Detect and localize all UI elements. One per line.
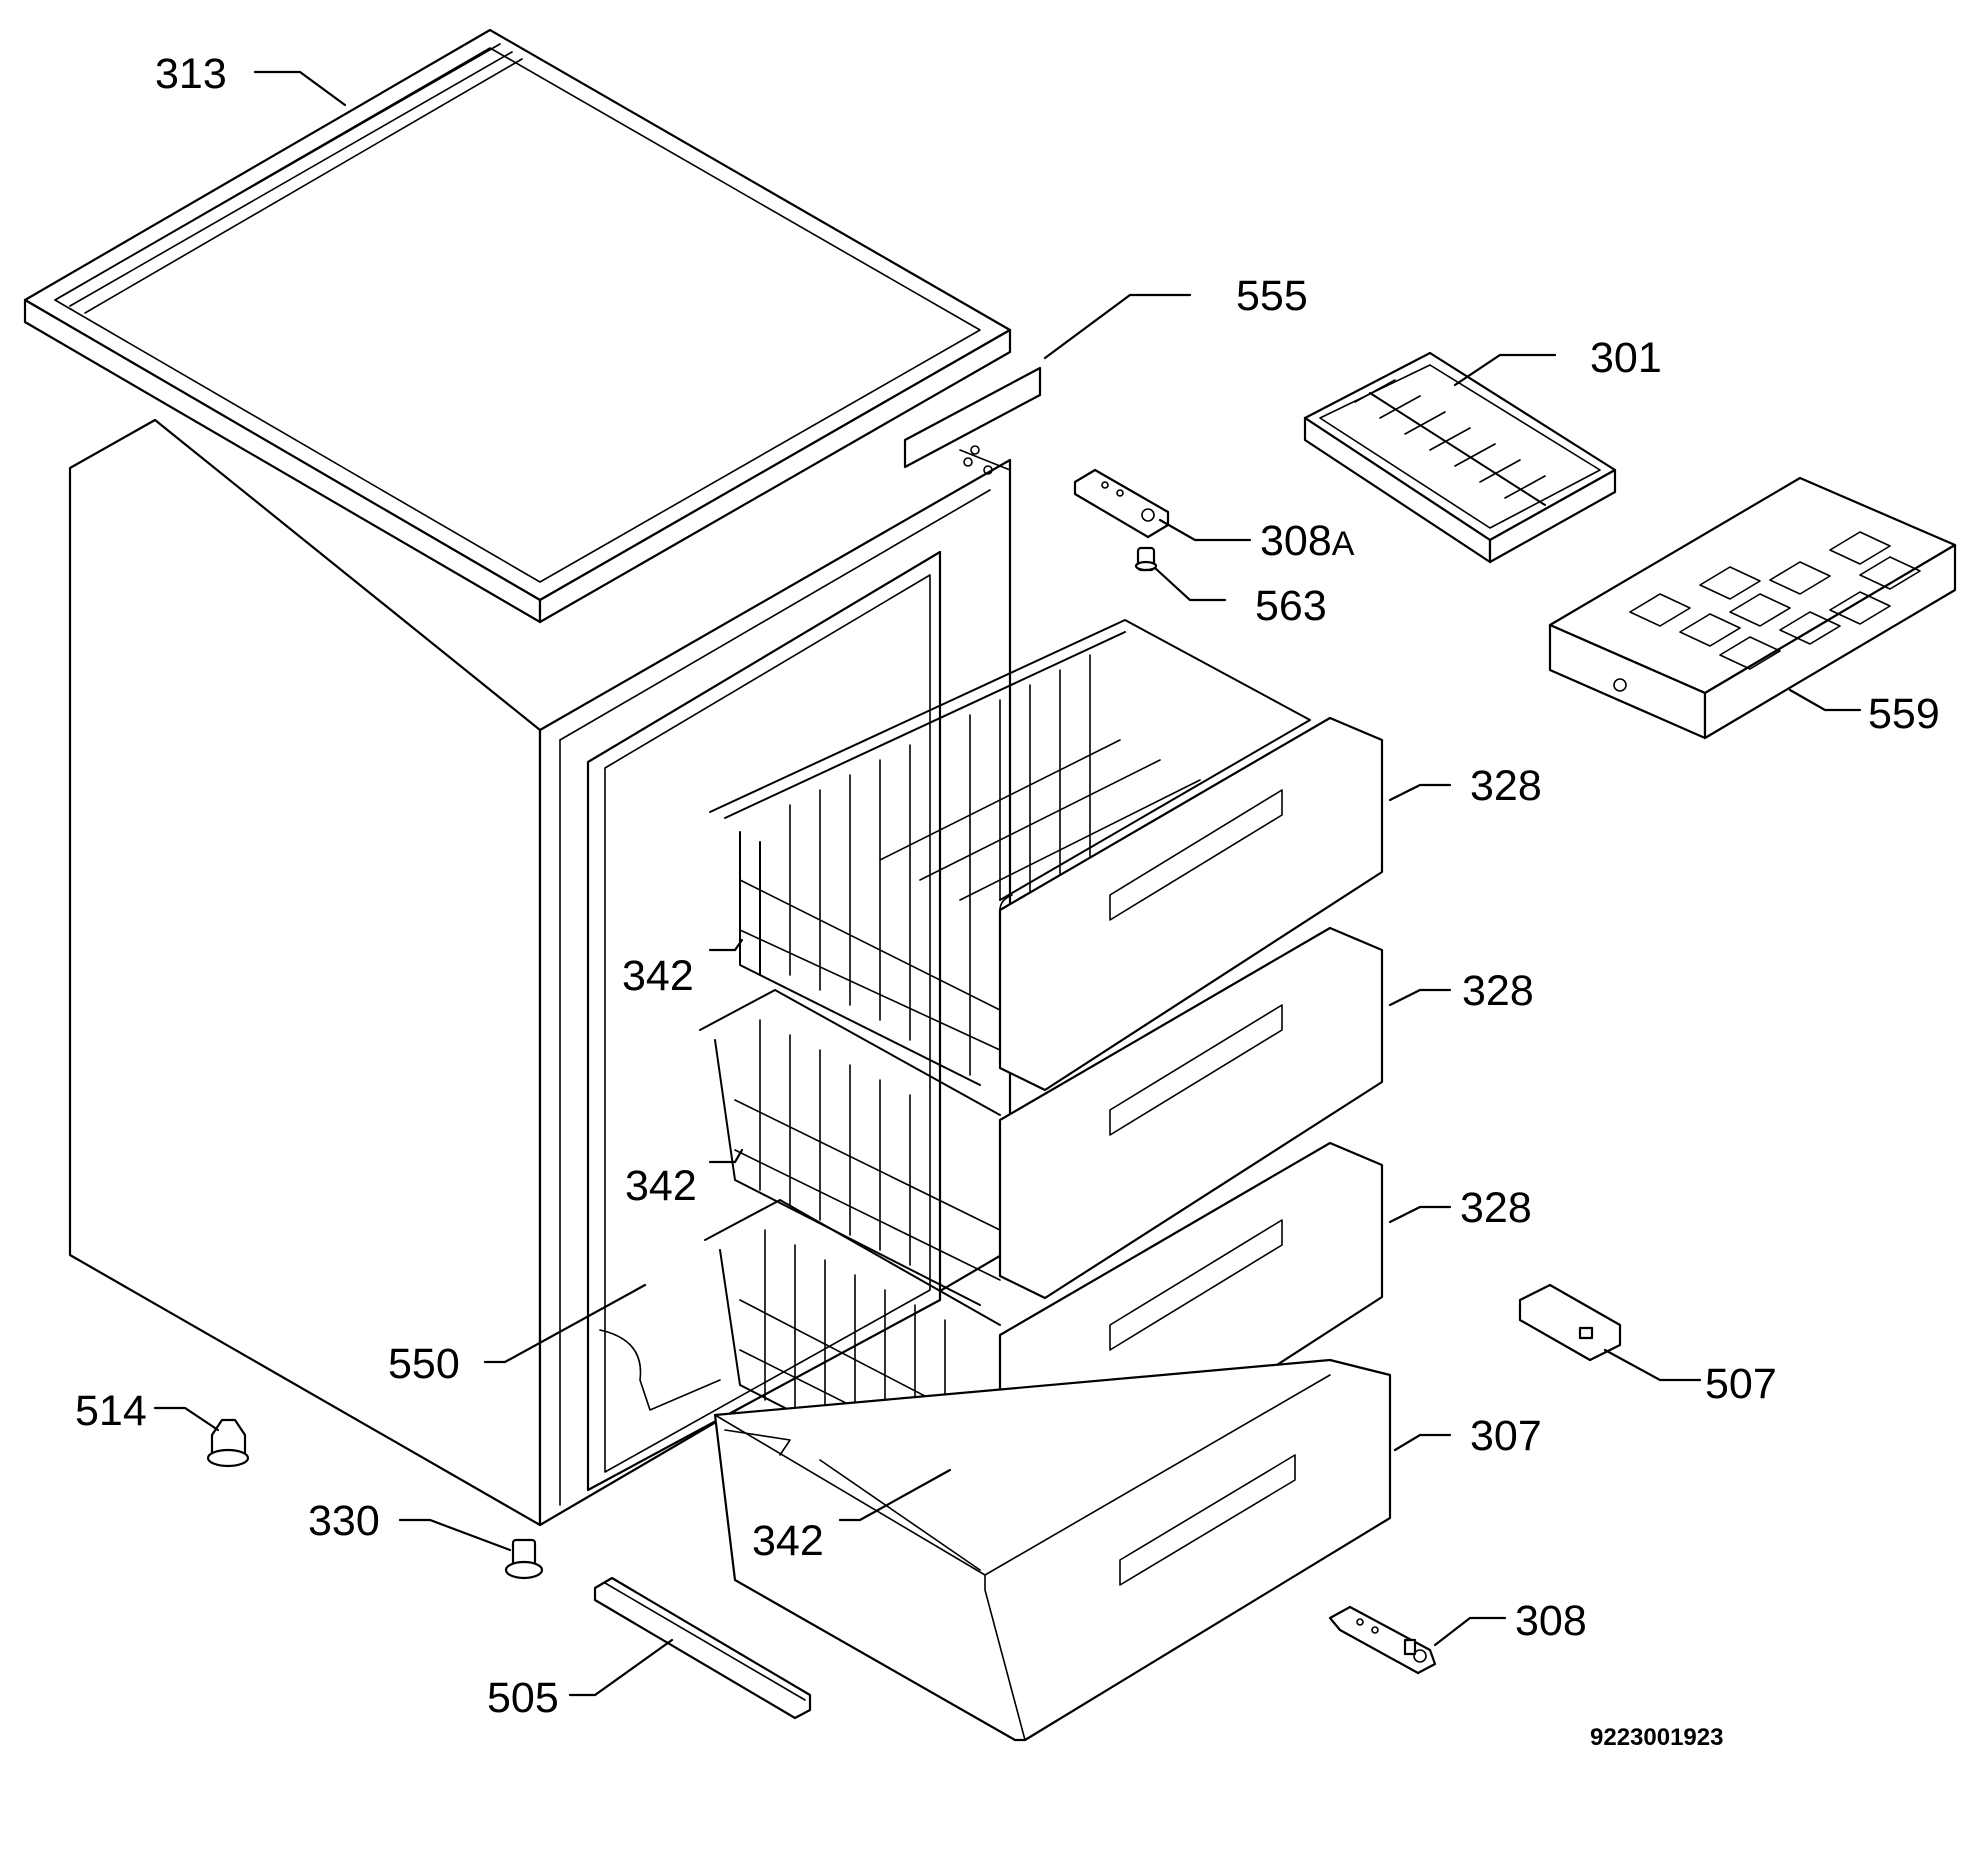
part-301-ice-tray xyxy=(1303,351,1617,564)
part-328-drawer-front-middle xyxy=(998,926,1384,1300)
callout-328-middle: 328 xyxy=(1462,967,1534,1015)
part-555-strip xyxy=(903,366,1042,469)
leader-lines xyxy=(153,70,1862,1697)
drawing-number: 9223001923 xyxy=(1590,1724,1723,1751)
callout-313: 313 xyxy=(155,50,227,98)
callout-559: 559 xyxy=(1868,690,1940,738)
callout-563: 563 xyxy=(1255,582,1327,630)
part-330-foot xyxy=(504,1538,544,1580)
part-507-bracket xyxy=(1518,1283,1622,1362)
cabinet-body xyxy=(68,418,1012,1527)
part-308-hinge xyxy=(1328,1605,1437,1675)
part-307-bottom-drawer xyxy=(713,1358,1392,1742)
callout-labels: 313 555 301 308A 563 559 328 328 328 342… xyxy=(75,50,1940,1751)
part-342-basket-middle xyxy=(699,989,1001,1306)
callout-505: 505 xyxy=(487,1674,559,1722)
callout-328-bottom: 328 xyxy=(1460,1184,1532,1232)
callout-342-top: 342 xyxy=(622,952,694,1000)
part-505-rail xyxy=(593,1576,812,1720)
part-514-clip xyxy=(206,1418,250,1468)
callout-555: 555 xyxy=(1236,272,1308,320)
callout-328-top: 328 xyxy=(1470,762,1542,810)
part-328-drawer-front-top xyxy=(998,716,1384,1092)
callout-307: 307 xyxy=(1470,1412,1542,1460)
part-342-basket-top xyxy=(709,619,1311,1086)
callout-330: 330 xyxy=(308,1497,380,1545)
callout-342-bottom: 342 xyxy=(752,1517,824,1565)
callout-550: 550 xyxy=(388,1340,460,1388)
callout-308a: 308A xyxy=(1260,517,1355,565)
callout-308: 308 xyxy=(1515,1597,1587,1645)
part-563-pin xyxy=(1134,546,1158,572)
part-559-cold-pack xyxy=(1548,476,1957,740)
callout-301: 301 xyxy=(1590,334,1662,382)
callout-514: 514 xyxy=(75,1387,147,1435)
part-308a-hinge xyxy=(1073,468,1170,539)
part-313-top-lid xyxy=(23,28,1012,624)
callout-507: 507 xyxy=(1705,1360,1777,1408)
callout-342-middle: 342 xyxy=(625,1162,697,1210)
